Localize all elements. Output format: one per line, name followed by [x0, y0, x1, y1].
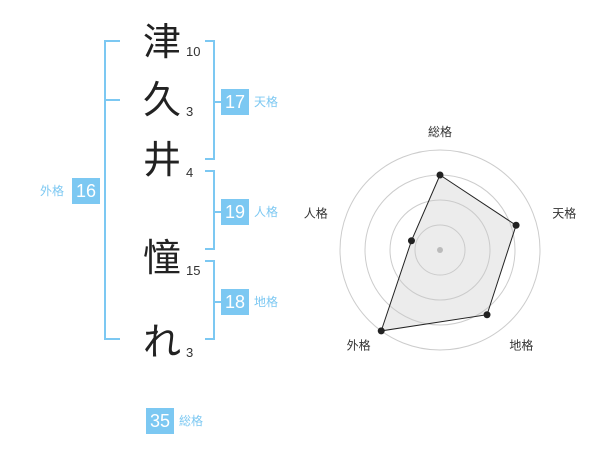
chikaku-label: 地格	[254, 295, 279, 309]
radar-point-4	[377, 327, 385, 335]
tenkaku-value: 17	[221, 89, 249, 115]
stroke-count-2: 3	[186, 104, 194, 119]
name-char-3: 井	[142, 138, 181, 182]
soukaku-value: 35	[146, 408, 174, 434]
tenkaku-connector	[213, 101, 221, 103]
chikaku-connector	[213, 301, 221, 303]
stroke-count-3: 4	[186, 165, 194, 180]
jinkaku-value: 19	[221, 199, 249, 225]
chikaku-value: 18	[221, 289, 249, 315]
stroke-count-4: 15	[186, 263, 201, 278]
gaikaku-label: 外格	[40, 184, 65, 198]
name-char-2: 久	[142, 78, 181, 122]
jinkaku-connector	[213, 211, 221, 213]
radar-center-point	[437, 247, 443, 253]
radar-axis-label-2: 天格	[552, 206, 576, 221]
tenkaku-bracket-top	[205, 40, 215, 42]
tenkaku-bracket-vertical	[213, 40, 215, 160]
chikaku-bracket-vertical	[213, 260, 215, 340]
jinkaku-bracket-vertical	[213, 170, 215, 250]
radar-axis-label-5: 人格	[304, 206, 328, 221]
gaikaku-bracket-mid	[104, 99, 120, 101]
gaikaku-value: 16	[72, 178, 100, 204]
radar-axis-label-3: 地格	[509, 337, 533, 352]
radar-point-5	[407, 237, 415, 245]
radar-ring-4	[339, 149, 541, 351]
radar-point-1	[436, 171, 444, 179]
radar-point-2	[512, 221, 520, 229]
soukaku-label: 総格	[179, 414, 204, 428]
stroke-count-5: 3	[186, 345, 194, 360]
tenkaku-bracket-bottom	[205, 158, 215, 160]
radar-data-polygon	[380, 174, 517, 332]
jinkaku-bracket-top	[205, 170, 215, 172]
chikaku-bracket-bottom	[205, 338, 215, 340]
gaikaku-bracket-vertical	[104, 40, 106, 340]
name-char-5: れ	[142, 320, 181, 364]
jinkaku-label: 人格	[254, 205, 279, 219]
radar-axis-label-4: 外格	[347, 337, 371, 352]
jinkaku-bracket-bottom	[205, 248, 215, 250]
radar-ring-2	[389, 199, 491, 301]
name-char-1: 津	[142, 20, 181, 64]
stroke-count-1: 10	[186, 44, 201, 59]
tenkaku-label: 天格	[254, 95, 279, 109]
gaikaku-bracket-top	[104, 40, 120, 42]
name-char-4: 憧	[142, 236, 181, 280]
gaikaku-bracket-bottom	[104, 338, 120, 340]
radar-point-3	[483, 311, 491, 319]
radar-ring-1	[414, 224, 466, 276]
chikaku-bracket-top	[205, 260, 215, 262]
radar-axis-label-1: 総格	[428, 124, 452, 139]
